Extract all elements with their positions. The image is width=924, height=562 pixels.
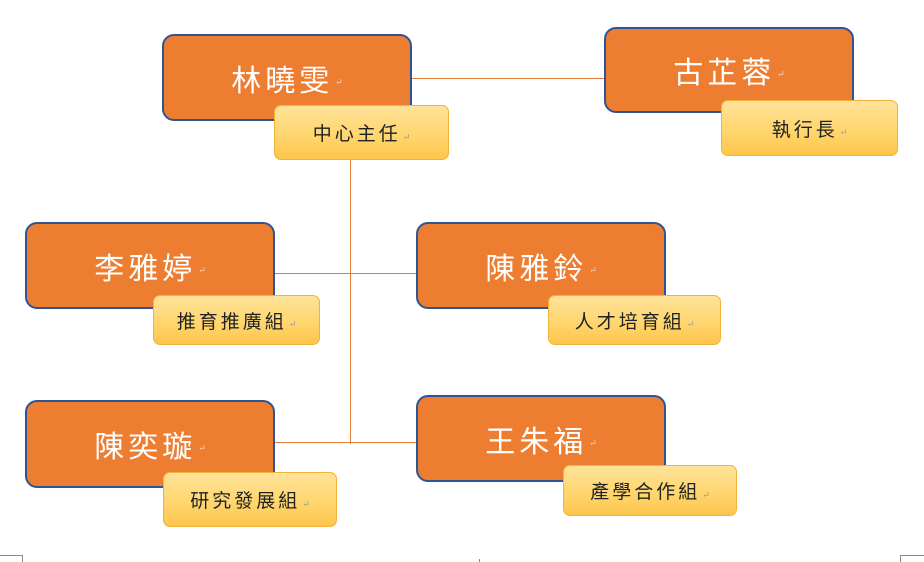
paragraph-mark-icon: ↵ bbox=[702, 490, 710, 501]
crop-mark-center bbox=[479, 559, 480, 562]
node-promotion-role: 推育推廣組↵ bbox=[153, 295, 320, 345]
paragraph-mark-icon: ↵ bbox=[198, 265, 206, 276]
node-research-role: 研究發展組↵ bbox=[163, 472, 337, 527]
node-industry-role: 產學合作組↵ bbox=[563, 465, 737, 516]
paragraph-mark-icon: ↵ bbox=[288, 320, 297, 330]
node-talent-role: 人才培育組↵ bbox=[548, 295, 721, 345]
node-talent-name: 陳雅鈴↵ bbox=[416, 222, 666, 309]
node-ceo-name: 古芷蓉↵ bbox=[604, 27, 854, 113]
connector-row-2 bbox=[274, 442, 417, 443]
node-director-role: 中心主任↵ bbox=[274, 105, 449, 160]
node-talent-role-text: 人才培育組 bbox=[574, 310, 685, 333]
connector-row-1 bbox=[274, 273, 417, 274]
paragraph-mark-icon: ↵ bbox=[402, 132, 411, 143]
paragraph-mark-icon: ↵ bbox=[589, 438, 597, 449]
paragraph-mark-icon: ↵ bbox=[589, 265, 597, 276]
node-ceo-role: 執行長↵ bbox=[721, 100, 898, 156]
paragraph-mark-icon: ↵ bbox=[198, 444, 206, 454]
crop-mark-right bbox=[900, 555, 924, 556]
crop-mark-left-vertical bbox=[22, 555, 23, 562]
paragraph-mark-icon: ↵ bbox=[335, 77, 343, 88]
paragraph-mark-icon: ↵ bbox=[686, 320, 695, 330]
crop-mark-left bbox=[0, 555, 22, 556]
node-promotion-name: 李雅婷↵ bbox=[25, 222, 275, 309]
paragraph-mark-icon: ↵ bbox=[302, 499, 310, 510]
node-research-role-text: 研究發展組 bbox=[190, 490, 301, 512]
paragraph-mark-icon: ↵ bbox=[777, 70, 785, 80]
node-promotion-role-text: 推育推廣組 bbox=[176, 310, 287, 333]
paragraph-mark-icon: ↵ bbox=[839, 128, 848, 138]
node-ceo-name-text: 古芷蓉 bbox=[673, 56, 776, 91]
node-director-role-text: 中心主任 bbox=[312, 123, 401, 145]
crop-mark-right-vertical bbox=[900, 555, 901, 562]
node-industry-name-text: 王朱福 bbox=[485, 424, 588, 460]
node-talent-name-text: 陳雅鈴 bbox=[485, 251, 588, 287]
node-research-name-text: 陳奕璇 bbox=[94, 430, 197, 465]
connector-director-ceo bbox=[411, 78, 606, 79]
connector-vertical-trunk bbox=[350, 160, 351, 444]
node-ceo-role-text: 執行長 bbox=[771, 118, 838, 141]
node-industry-role-text: 產學合作組 bbox=[590, 481, 701, 503]
node-promotion-name-text: 李雅婷 bbox=[94, 251, 197, 287]
node-director-name-text: 林曉雯 bbox=[231, 63, 334, 99]
